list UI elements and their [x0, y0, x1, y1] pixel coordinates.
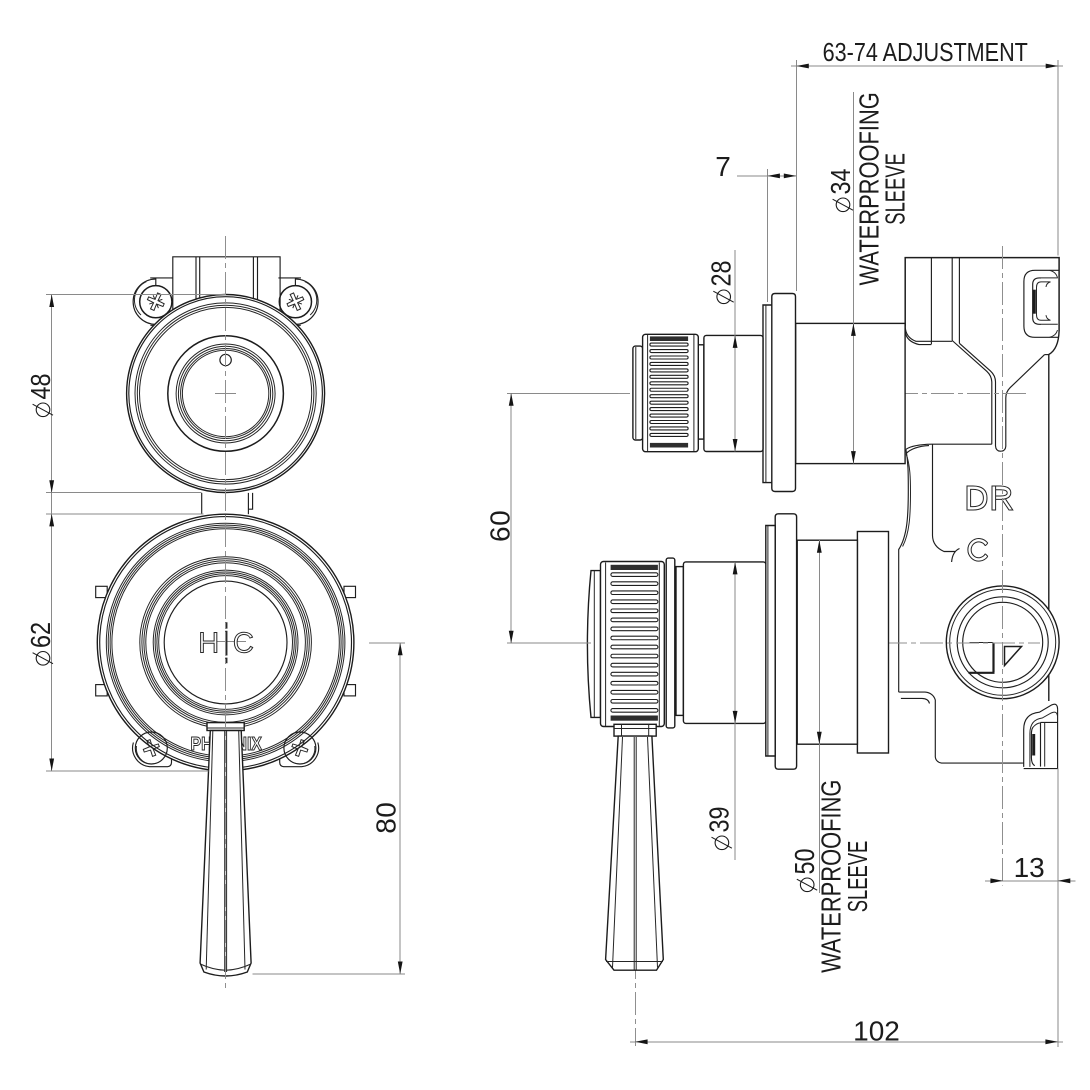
svg-text:WATERPROOFING: WATERPROOFING	[854, 92, 885, 285]
svg-text:13: 13	[1014, 852, 1045, 883]
svg-text:39: 39	[704, 807, 735, 833]
svg-text:SLEEVE: SLEEVE	[880, 153, 911, 225]
svg-text:48: 48	[25, 374, 56, 400]
svg-text:28: 28	[706, 261, 737, 287]
svg-text:SLEEVE: SLEEVE	[842, 841, 873, 913]
svg-text:60: 60	[485, 510, 516, 542]
svg-text:H: H	[198, 628, 219, 660]
svg-text:34: 34	[825, 169, 856, 195]
svg-text:102: 102	[853, 1015, 900, 1046]
svg-text:50: 50	[789, 849, 820, 875]
svg-text:63-74 ADJUSTMENT: 63-74 ADJUSTMENT	[823, 37, 1028, 67]
svg-text:WATERPROOFING: WATERPROOFING	[816, 780, 847, 973]
svg-text:80: 80	[371, 802, 402, 834]
svg-text:62: 62	[25, 622, 56, 648]
svg-text:C: C	[233, 628, 254, 660]
svg-text:7: 7	[715, 151, 731, 182]
